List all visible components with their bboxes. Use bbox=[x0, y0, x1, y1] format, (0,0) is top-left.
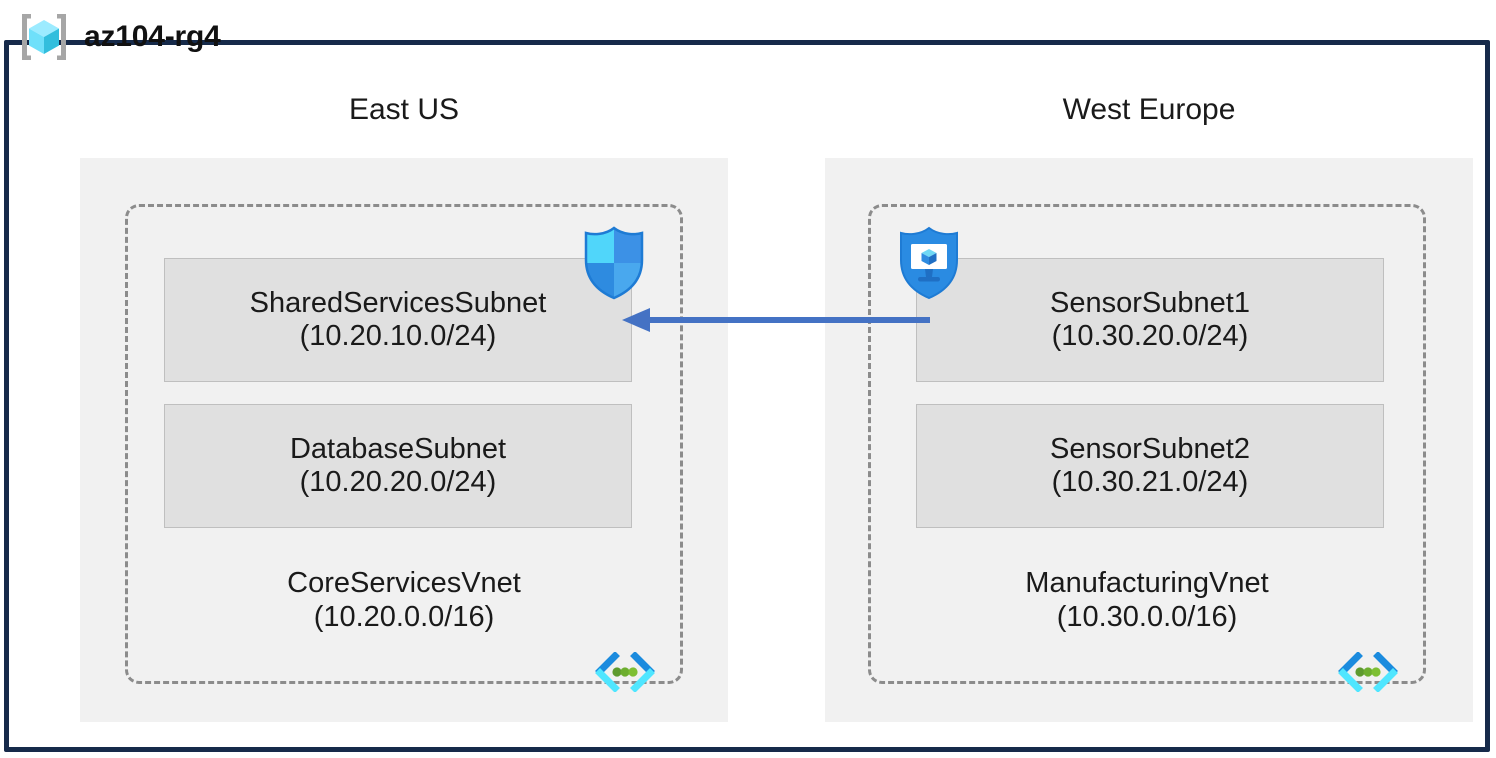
vnet-cidr: (10.30.0.0/16) bbox=[1056, 601, 1238, 634]
frame-title-notch bbox=[21, 75, 331, 97]
vnet-caption-coreservicesvnet: CoreServicesVnet (10.20.0.0/16) bbox=[125, 566, 683, 634]
resource-group-cube-icon bbox=[14, 7, 74, 67]
firewall-shield-icon bbox=[583, 226, 645, 300]
subnet-databasesubnet[interactable]: DatabaseSubnet (10.20.20.0/24) bbox=[164, 404, 632, 528]
region-label-west-europe: West Europe bbox=[1062, 93, 1236, 126]
vnet-cidr: (10.20.0.0/16) bbox=[313, 601, 495, 634]
vnet-peering-arrow bbox=[620, 303, 930, 337]
vnet-name: CoreServicesVnet bbox=[287, 567, 521, 599]
vnet-caption-manufacturingvnet: ManufacturingVnet (10.30.0.0/16) bbox=[868, 566, 1426, 634]
subnet-sensorsubnet1[interactable]: SensorSubnet1 (10.30.20.0/24) bbox=[916, 258, 1384, 382]
virtual-network-icon bbox=[594, 651, 656, 693]
vnet-manufacturingvnet[interactable] bbox=[868, 204, 1426, 684]
resource-group-frame bbox=[4, 40, 1490, 752]
subnet-sharedservicessubnet[interactable]: SharedServicesSubnet (10.20.10.0/24) bbox=[164, 258, 632, 382]
virtual-network-icon bbox=[1337, 651, 1399, 693]
subnet-name: DatabaseSubnet bbox=[289, 432, 507, 465]
subnet-name: SensorSubnet1 bbox=[1050, 286, 1250, 319]
vnet-coreservicesvnet[interactable] bbox=[125, 204, 683, 684]
resource-group-name: az104-rg4 bbox=[84, 20, 221, 53]
subnet-cidr: (10.30.21.0/24) bbox=[1051, 466, 1249, 498]
subnet-cidr: (10.20.20.0/24) bbox=[299, 466, 497, 498]
vnet-name: ManufacturingVnet bbox=[1025, 567, 1269, 599]
subnet-name: SharedServicesSubnet bbox=[249, 286, 547, 319]
subnet-name: SensorSubnet2 bbox=[1050, 432, 1250, 465]
subnet-sensorsubnet2[interactable]: SensorSubnet2 (10.30.21.0/24) bbox=[916, 404, 1384, 528]
subnet-cidr: (10.20.10.0/24) bbox=[299, 320, 497, 352]
resource-group-header: az104-rg4 bbox=[14, 6, 221, 68]
bastion-shield-monitor-icon bbox=[898, 226, 960, 300]
region-label-east-us: East US bbox=[348, 93, 460, 126]
subnet-cidr: (10.30.20.0/24) bbox=[1051, 320, 1249, 352]
